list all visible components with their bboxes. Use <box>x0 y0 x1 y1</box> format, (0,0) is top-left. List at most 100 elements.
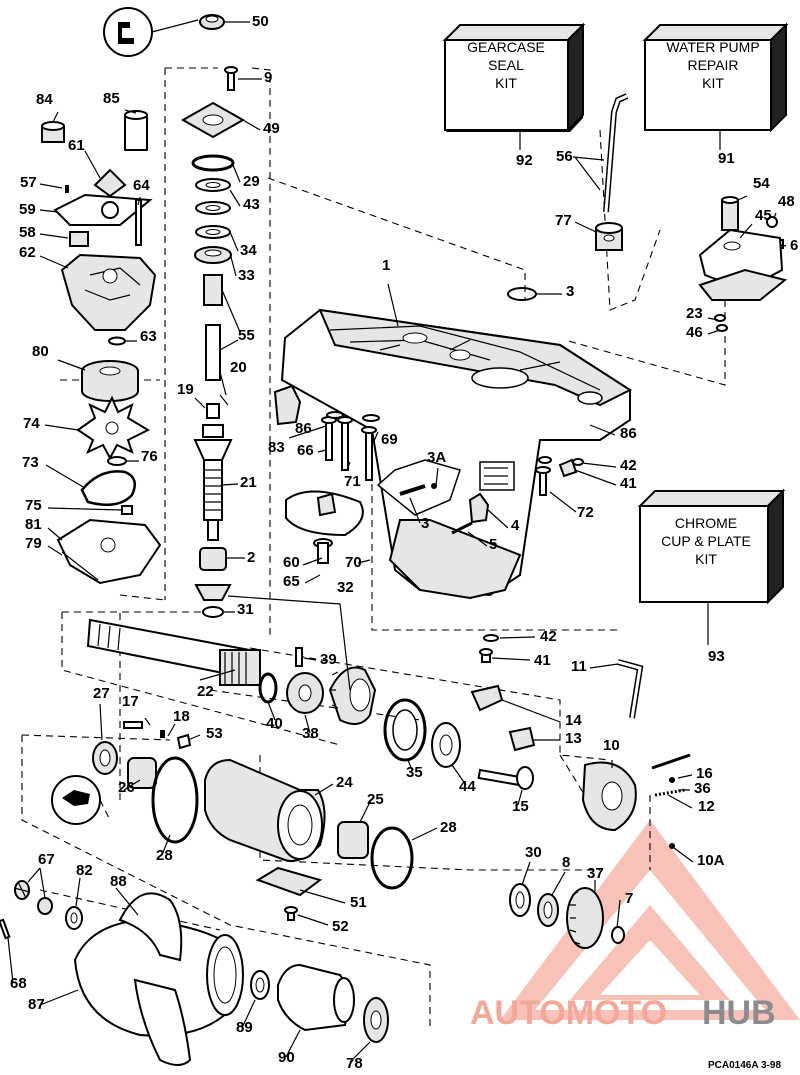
propeller-shaft-gears <box>86 618 691 849</box>
callout-75: 75 <box>25 497 42 514</box>
callout-81: 81 <box>25 516 42 533</box>
callout-66: 66 <box>297 442 314 459</box>
callout-40: 40 <box>266 715 283 732</box>
callout-42: 42 <box>540 628 557 645</box>
callout-3: 3 <box>566 283 574 300</box>
bearing-carrier <box>51 721 414 921</box>
callout-1: 1 <box>382 257 390 274</box>
callout-41: 41 <box>620 475 637 492</box>
callout-61: 61 <box>68 137 85 154</box>
callout-11: 11 <box>571 658 587 675</box>
callout-90: 90 <box>278 1049 295 1066</box>
callout-26: 26 <box>118 779 135 796</box>
callout-88: 88 <box>110 873 127 890</box>
water-tube-and-housing <box>595 93 788 301</box>
callout-80: 80 <box>32 343 49 360</box>
callout-76: 76 <box>141 448 158 465</box>
callout-4: 4 <box>511 517 520 534</box>
callout-59: 59 <box>19 201 36 218</box>
water-pump-kit-line1: WATER PUMP <box>666 39 759 55</box>
callout-18: 18 <box>173 708 190 725</box>
bolts-and-fasteners <box>285 216 784 663</box>
chrome-kit-line1: CHROME <box>675 515 737 531</box>
callout-51: 51 <box>350 894 367 911</box>
callout-93: 93 <box>708 648 725 665</box>
callout-84: 84 <box>36 91 53 108</box>
callout-68: 68 <box>10 975 27 992</box>
callout-22: 22 <box>197 683 214 700</box>
callout-78: 78 <box>346 1055 363 1072</box>
callout-53: 53 <box>206 725 223 742</box>
chrome-kit-line3: KIT <box>695 551 717 567</box>
callout-37: 37 <box>587 865 604 882</box>
callout-41: 41 <box>534 652 551 669</box>
callout-55: 55 <box>238 327 255 344</box>
callout-65: 65 <box>283 573 300 590</box>
callout-33: 33 <box>238 267 255 284</box>
callout-79: 79 <box>25 535 42 552</box>
callout-73: 73 <box>22 454 39 471</box>
callout-19: 19 <box>177 381 194 398</box>
callout-17: 17 <box>122 693 139 710</box>
callout-2: 2 <box>247 549 255 566</box>
gearcase-seal-kit-line3: KIT <box>495 75 517 91</box>
callout-3A: 3A <box>427 449 446 466</box>
callout-28: 28 <box>156 847 173 864</box>
callout-91: 91 <box>718 150 735 167</box>
callout-6: 6 <box>790 237 798 254</box>
callout-30: 30 <box>525 844 542 861</box>
callout-25: 25 <box>367 791 384 808</box>
callout-10: 10 <box>603 737 620 754</box>
callout-3: 3 <box>421 515 429 532</box>
water-pump-repair-kit-box: WATER PUMP REPAIR KIT <box>642 22 789 133</box>
callout-58: 58 <box>19 224 36 241</box>
callout-54: 54 <box>753 175 770 192</box>
water-pump-kit-line2: REPAIR <box>687 57 738 73</box>
water-pump-kit-line3: KIT <box>702 75 724 91</box>
callout-49: 49 <box>263 120 280 137</box>
callout-16: 16 <box>696 765 713 782</box>
callout-89: 89 <box>236 1019 253 1036</box>
callout-10A: 10A <box>697 852 725 869</box>
gearcase-housing <box>273 287 633 600</box>
callout-35: 35 <box>406 764 423 781</box>
callout-82: 82 <box>76 862 93 879</box>
callout-83: 83 <box>268 439 285 456</box>
callout-52: 52 <box>332 918 349 935</box>
callout-14: 14 <box>565 712 582 729</box>
chrome-cup-plate-kit-box: CHROME CUP & PLATE KIT <box>637 488 786 605</box>
callout-13: 13 <box>565 730 582 747</box>
callout-28: 28 <box>440 819 457 836</box>
callout-44: 44 <box>459 778 476 795</box>
watermark-logo <box>500 820 800 1020</box>
callout-8: 8 <box>562 854 570 871</box>
propeller-assembly <box>0 880 389 1066</box>
figure-code: PCA0146A 3-98 <box>708 1060 781 1071</box>
callout-77: 77 <box>555 212 572 229</box>
gearcase-seal-kit-line2: SEAL <box>488 57 524 73</box>
callout-71: 71 <box>344 473 361 490</box>
callout-27: 27 <box>93 685 110 702</box>
callout-9: 9 <box>264 69 272 86</box>
watermark-text: AUTOMOTO HUB <box>470 994 776 1032</box>
callout-70: 70 <box>345 554 362 571</box>
callout-29: 29 <box>243 173 260 190</box>
callout-57: 57 <box>20 174 37 191</box>
callout-67: 67 <box>38 851 55 868</box>
callout-72: 72 <box>577 504 594 521</box>
callout-62: 62 <box>19 244 36 261</box>
callout-32: 32 <box>337 579 354 596</box>
callout-38: 38 <box>302 725 319 742</box>
callout-60: 60 <box>283 554 300 571</box>
gearcase-seal-kit-box: GEARCASE SEAL KIT <box>442 22 586 133</box>
callout-36: 36 <box>694 780 711 797</box>
watermark-text-secondary: HUB <box>702 994 776 1032</box>
callout-45: 45 <box>755 207 772 224</box>
chrome-kit-line2: CUP & PLATE <box>661 533 751 549</box>
callout-23: 23 <box>686 305 703 322</box>
callout-7: 7 <box>625 890 633 907</box>
callout-5: 5 <box>489 536 497 553</box>
callout-21: 21 <box>240 474 257 491</box>
callout-50: 50 <box>252 13 269 30</box>
